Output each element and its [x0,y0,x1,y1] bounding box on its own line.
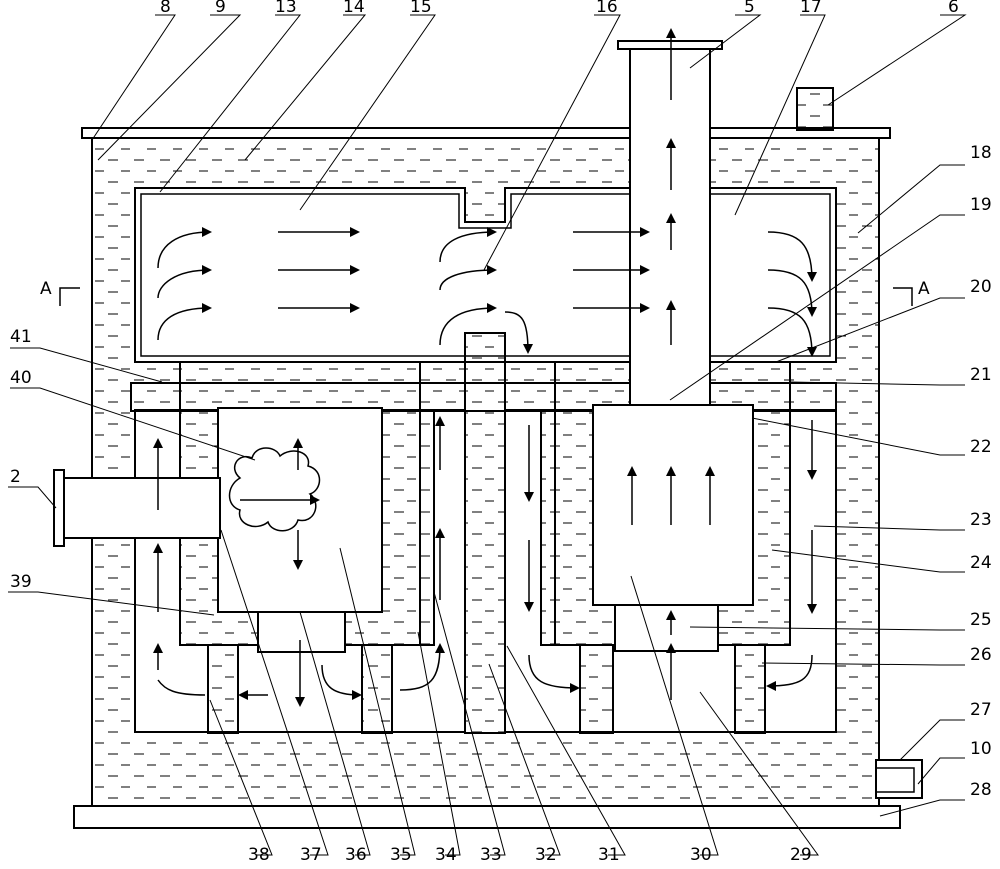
label-15: 15 [410,0,432,17]
label-14: 14 [343,0,365,17]
label-29: 29 [790,845,812,865]
leader-lines [8,14,967,856]
flame-icon [228,447,321,532]
label-13: 13 [275,0,297,17]
label-41: 41 [10,327,32,347]
label-31: 31 [598,845,620,865]
flow-arrows [153,28,817,707]
label-25: 25 [970,610,992,630]
label-23: 23 [970,510,992,530]
label-20: 20 [970,277,992,297]
label-26: 26 [970,645,992,665]
label-32: 32 [535,845,557,865]
svg-text:A: A [40,279,52,299]
base-plate [73,805,901,829]
label-24: 24 [970,553,992,573]
water-tube-29 [579,644,614,734]
top-cover [81,127,891,139]
label-28: 28 [970,780,992,800]
chimney [629,47,711,406]
water-tube-38 [207,644,239,734]
label-37: 37 [300,845,322,865]
section-mark-left: A [40,279,80,306]
label-33: 33 [480,845,502,865]
label-40: 40 [10,368,32,388]
label-5: 5 [744,0,755,17]
label-22: 22 [970,437,992,457]
burner-inlet-pipe [53,469,221,547]
label-17: 17 [800,0,822,17]
label-38: 38 [248,845,270,865]
label-8: 8 [160,0,171,17]
right-inner-wall [540,409,556,646]
label-27: 27 [970,700,992,720]
label-36: 36 [345,845,367,865]
section-mark-right: A [893,279,930,306]
label-35: 35 [390,845,412,865]
heat-chamber [592,404,754,606]
label-19: 19 [970,195,992,215]
svg-text:A: A [918,279,930,299]
water-tube-26 [734,644,766,734]
label-6: 6 [948,0,959,17]
label-18: 18 [970,143,992,163]
label-34: 34 [435,845,457,865]
outlet-fitting-inner [875,767,915,793]
heat-outlet [614,604,719,652]
label-10: 10 [970,739,992,759]
label-30: 30 [690,845,712,865]
label-16: 16 [596,0,618,17]
label-2: 2 [10,467,21,487]
chimney-flange [617,40,723,50]
top-fitting [796,87,834,131]
label-21: 21 [970,365,992,385]
label-39: 39 [10,572,32,592]
callout-labels: 8 9 13 14 15 16 5 17 6 18 19 20 41 21 40… [10,0,992,865]
label-9: 9 [215,0,226,17]
left-inner-wall [419,409,435,646]
